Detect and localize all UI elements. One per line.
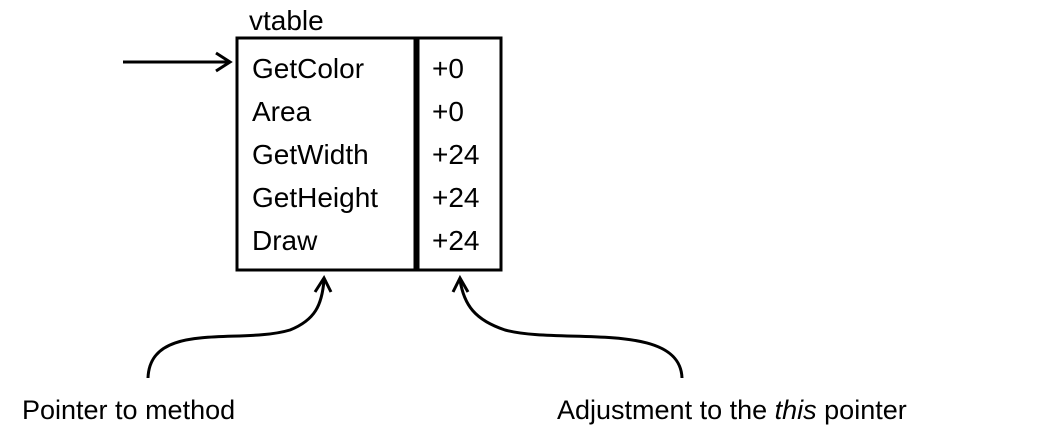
method-pointer-curve-arrow: [146, 274, 333, 379]
method-name-area: Area: [252, 96, 312, 127]
offset-column-box: [416, 36, 503, 272]
adjustment-caption-suffix: pointer: [816, 395, 907, 425]
offset-getheight: +24: [432, 182, 480, 213]
offset-draw: +24: [432, 225, 480, 256]
method-name-draw: Draw: [252, 225, 318, 256]
method-column-box: [235, 36, 417, 272]
offset-getwidth: +24: [432, 139, 480, 170]
incoming-pointer-arrow: [123, 51, 233, 73]
method-name-getcolor: GetColor: [252, 53, 365, 84]
adjustment-curve-arrow: [451, 274, 684, 379]
pointer-to-method-caption: Pointer to method: [22, 395, 236, 425]
offset-area: +0: [432, 96, 464, 127]
method-name-getwidth: GetWidth: [252, 139, 369, 170]
adjustment-caption: Adjustment to the this pointer: [557, 397, 907, 424]
vtable-title: vtable: [249, 5, 324, 36]
offset-getcolor: +0: [432, 53, 464, 84]
adjustment-caption-emphasis: this: [774, 395, 817, 425]
method-name-getheight: GetHeight: [252, 182, 379, 213]
adjustment-caption-prefix: Adjustment to the: [557, 395, 775, 425]
